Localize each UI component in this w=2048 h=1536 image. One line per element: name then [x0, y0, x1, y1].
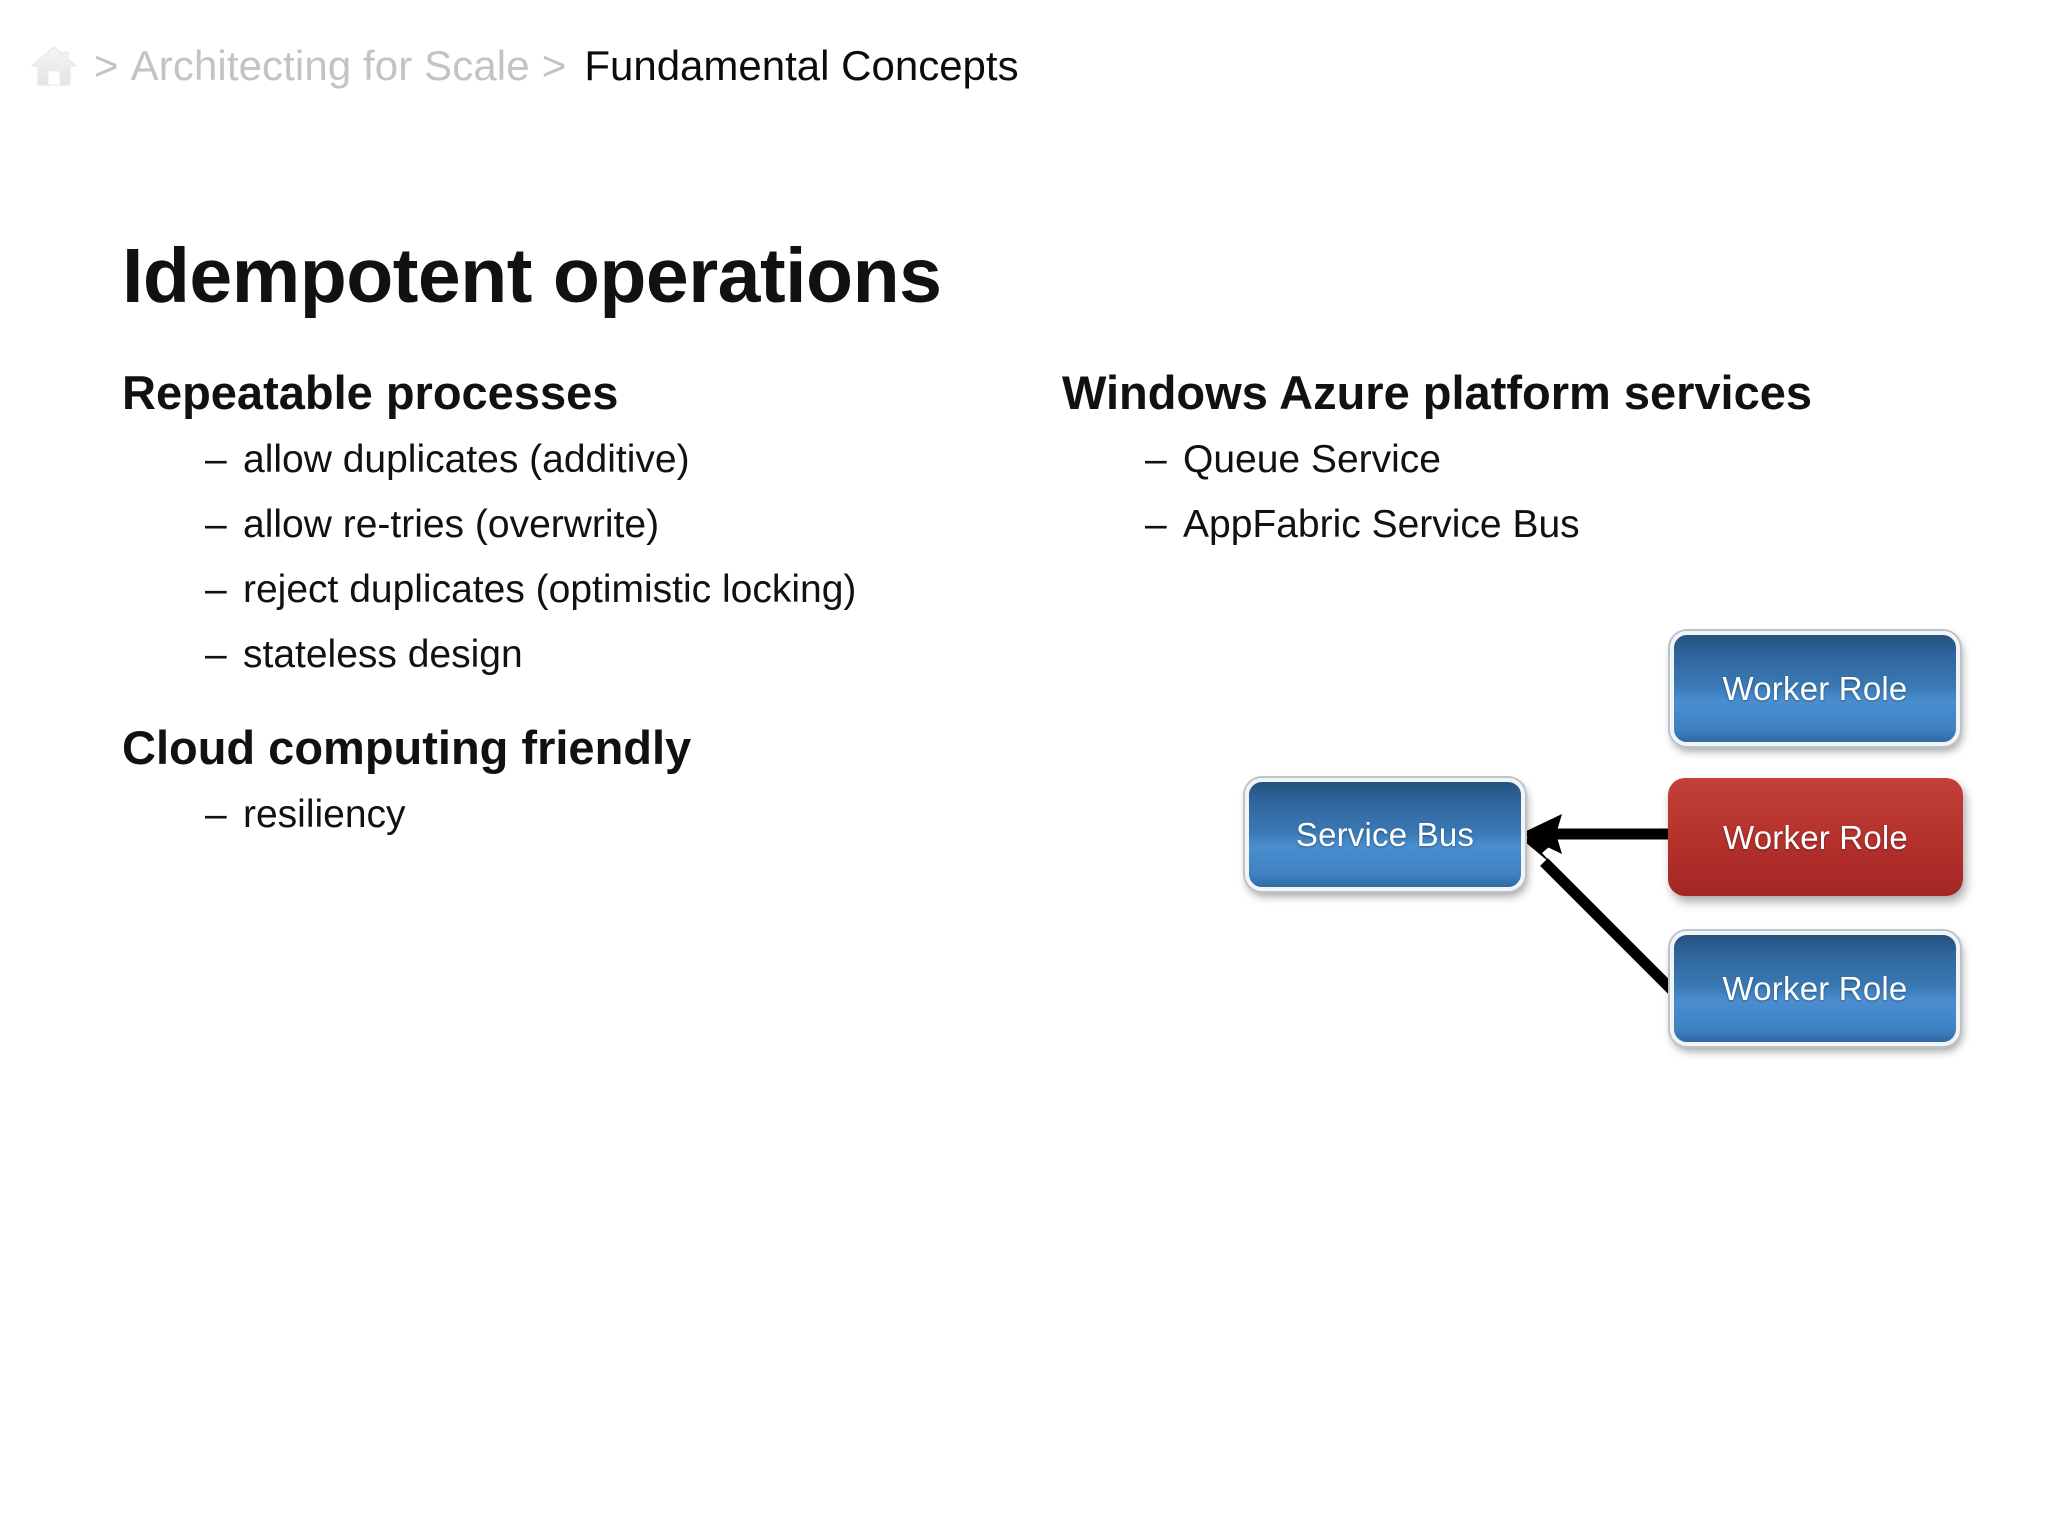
diagram-node-worker-role-bottom[interactable]: Worker Role	[1670, 931, 1960, 1046]
bullet-dash: –	[205, 632, 227, 676]
breadcrumb-current: Fundamental Concepts	[584, 42, 1019, 89]
bullet-list-repeatable-processes: – allow duplicates (additive) – allow re…	[122, 427, 1002, 687]
list-item-label: Queue Service	[1183, 437, 1441, 481]
list-item: – allow re-tries (overwrite)	[122, 492, 1002, 557]
bullet-list-azure-services: – Queue Service – AppFabric Service Bus	[1062, 427, 1962, 557]
list-item-label: resiliency	[243, 792, 406, 836]
list-item-label: allow re-tries (overwrite)	[243, 502, 660, 546]
section-heading-windows-azure-platform-services: Windows Azure platform services	[1062, 366, 1813, 419]
bullet-dash: –	[1145, 437, 1167, 481]
list-item: – AppFabric Service Bus	[1062, 492, 1962, 557]
breadcrumb-separator-1: >	[94, 42, 119, 89]
bullet-dash: –	[205, 502, 227, 546]
service-bus-diagram: Service Bus Worker Role Worker Role Work…	[1230, 600, 1970, 1060]
arrow-worker-bottom-to-service-bus	[1519, 837, 1678, 996]
bullet-dash: –	[205, 567, 227, 611]
home-icon[interactable]	[26, 40, 82, 92]
left-content-column: Repeatable processes – allow duplicates …	[122, 366, 1002, 847]
list-item: – reject duplicates (optimistic locking)	[122, 557, 1002, 622]
diagram-node-worker-role-middle[interactable]: Worker Role	[1668, 778, 1963, 896]
list-item-label: stateless design	[243, 632, 523, 676]
bullet-list-cloud-computing-friendly: – resiliency	[122, 782, 1002, 847]
bullet-dash: –	[205, 437, 227, 481]
bullet-dash: –	[205, 792, 227, 836]
breadcrumb-parent[interactable]: Architecting for Scale	[130, 42, 530, 89]
diagram-node-worker-role-top[interactable]: Worker Role	[1670, 631, 1960, 746]
list-item: – resiliency	[122, 782, 1002, 847]
diagram-node-service-bus[interactable]: Service Bus	[1245, 778, 1525, 891]
diagram-node-label: Worker Role	[1722, 670, 1908, 707]
diagram-node-label: Service Bus	[1295, 816, 1475, 853]
list-item-label: allow duplicates (additive)	[243, 437, 690, 481]
list-item-label: reject duplicates (optimistic locking)	[243, 567, 857, 611]
breadcrumb: > Architecting for Scale > Fundamental C…	[26, 40, 1019, 92]
list-item: – allow duplicates (additive)	[122, 427, 1002, 492]
list-item: – stateless design	[122, 622, 1002, 687]
list-item: – Queue Service	[1062, 427, 1962, 492]
list-item-label: AppFabric Service Bus	[1183, 502, 1580, 546]
section-heading-repeatable-processes: Repeatable processes	[122, 366, 619, 419]
section-spacer	[122, 687, 1002, 723]
diagram-node-label: Worker Role	[1723, 818, 1908, 856]
breadcrumb-separator-2: >	[541, 42, 567, 89]
section-heading-cloud-computing-friendly: Cloud computing friendly	[122, 720, 692, 774]
bullet-dash: –	[1145, 502, 1167, 546]
page-title: Idempotent operations	[122, 232, 942, 319]
right-content-column: Windows Azure platform services – Queue …	[1062, 366, 1962, 557]
diagram-arrow-layer	[1519, 814, 1678, 996]
diagram-node-label: Worker Role	[1722, 970, 1908, 1007]
